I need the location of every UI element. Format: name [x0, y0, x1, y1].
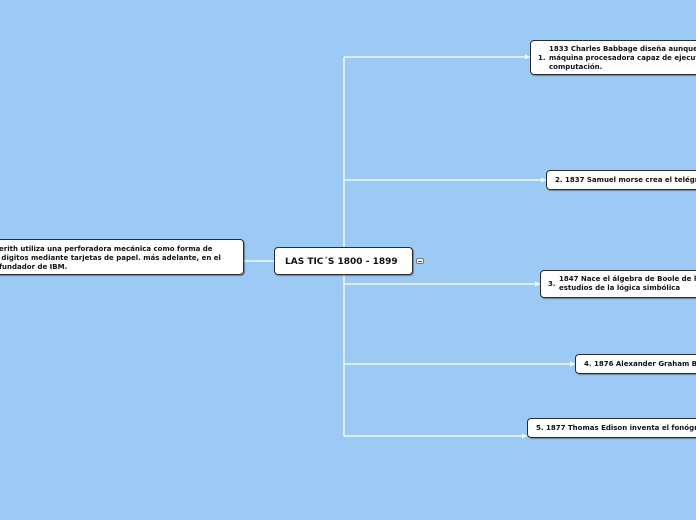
arrowheads — [522, 54, 575, 439]
branch-number-1: 1. — [538, 54, 546, 62]
branch-text-4: 4. 1876 Alexander Graham B — [584, 360, 696, 368]
left-topic-node[interactable]: erith utiliza una perforadora mecánica c… — [0, 239, 244, 275]
branch-text-1: 1833 Charles Babbage diseña aunque máqui… — [549, 45, 696, 71]
branch-number-3: 3. — [548, 280, 556, 288]
branch-node-3[interactable]: 3. 1847 Nace el álgebra de Boole de la e… — [540, 270, 696, 298]
left-topic-text: erith utiliza una perforadora mecánica c… — [0, 245, 221, 271]
branch-node-4[interactable]: 4. 1876 Alexander Graham B — [575, 354, 696, 374]
collapse-toggle-icon[interactable] — [416, 258, 424, 264]
branch-node-5[interactable]: 5. 1877 Thomas Edison inventa el fonógr — [527, 418, 696, 438]
central-topic-label: LAS TIC´S 1800 - 1899 — [285, 257, 398, 267]
central-topic[interactable]: LAS TIC´S 1800 - 1899 — [274, 247, 413, 275]
branch-node-2[interactable]: 2. 1837 Samuel morse crea el telégr — [546, 170, 696, 190]
branch-text-5: 5. 1877 Thomas Edison inventa el fonógr — [536, 424, 696, 432]
branch-text-2: 2. 1837 Samuel morse crea el telégr — [555, 176, 696, 184]
branch-node-1[interactable]: 1. 1833 Charles Babbage diseña aunque má… — [530, 40, 696, 75]
branch-text-3: 1847 Nace el álgebra de Boole de la estu… — [559, 275, 696, 292]
